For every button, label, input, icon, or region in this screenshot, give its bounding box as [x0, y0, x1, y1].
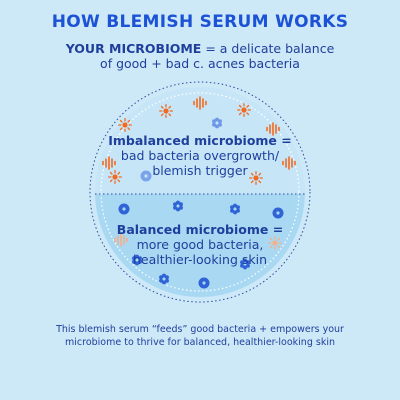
- microbiome-label: YOUR MICROBIOME: [65, 41, 202, 56]
- inner-dotted-ring: [100, 92, 300, 292]
- imbalanced-half: [95, 87, 305, 194]
- balanced-microbiome-text: Balanced microbiome = more good bacteria…: [100, 222, 300, 267]
- microbiome-definition-part1: = a delicate balance: [201, 41, 335, 56]
- imbalanced-line2: blemish trigger: [152, 163, 248, 178]
- balanced-line1: more good bacteria,: [136, 237, 264, 252]
- balanced-half: [95, 194, 305, 297]
- serum-description-line1: This blemish serum “feeds” good bacteria…: [56, 324, 344, 335]
- good-bacteria-dot-icon: [198, 277, 210, 289]
- page-title: HOW BLEMISH SERUM WORKS: [51, 12, 349, 32]
- imbalanced-heading: Imbalanced microbiome =: [108, 133, 292, 148]
- microbiome-definition-part2: of good + bad c. acnes bacteria: [100, 56, 300, 71]
- serum-description: This blemish serum “feeds” good bacteria…: [0, 323, 400, 349]
- bad-bacteria-icon: [118, 118, 132, 132]
- bad-bacteria-icon: [237, 103, 251, 117]
- good-bacteria-dot-icon: [118, 203, 130, 215]
- serum-description-line2: microbiome to thrive for balanced, healt…: [65, 337, 335, 348]
- imbalanced-microbiome-text: Imbalanced microbiome = bad bacteria ove…: [100, 133, 300, 178]
- outer-dotted-ring: [89, 81, 311, 303]
- balanced-heading: Balanced microbiome =: [116, 222, 284, 237]
- microbiome-definition: YOUR MICROBIOME = a delicate balance of …: [0, 41, 400, 71]
- imbalanced-line1: bad bacteria overgrowth/: [120, 148, 280, 163]
- good-bacteria-dot-icon: [272, 207, 284, 219]
- balanced-line2: healthier-looking skin: [132, 252, 268, 267]
- bad-bacteria-icon: [159, 104, 173, 118]
